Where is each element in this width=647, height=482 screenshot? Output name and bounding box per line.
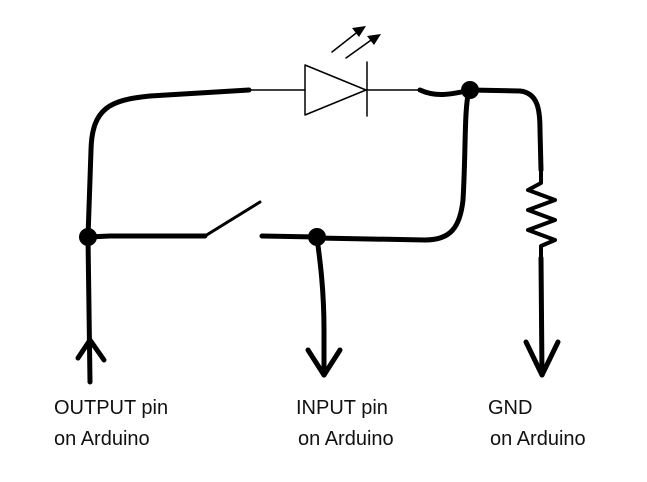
wire-gnd-down <box>538 255 545 378</box>
input-label-line2: on Arduino <box>298 428 394 450</box>
gnd-label-line2: on Arduino <box>490 428 586 450</box>
resistor <box>526 168 557 260</box>
wire-output-to-led <box>85 87 252 240</box>
led <box>304 29 375 117</box>
led-arrowhead-2 <box>367 34 381 45</box>
junction-right <box>461 81 479 99</box>
switch-contact <box>259 233 320 240</box>
led-triangle <box>304 64 367 116</box>
led-light-arrow-2 <box>345 37 375 59</box>
wire-output-to-switch <box>85 233 208 240</box>
wire-led-to-gnd-node <box>417 87 544 173</box>
junction-input <box>308 228 326 246</box>
input-arrowhead <box>305 347 343 378</box>
led-arrowhead-1 <box>352 26 366 37</box>
gnd-arrowhead <box>523 339 561 378</box>
output-arrowhead <box>75 337 107 363</box>
wire-input-down <box>314 235 327 378</box>
gnd-label-line1: GND <box>488 397 533 419</box>
push-switch <box>203 200 320 240</box>
led-light-arrow-1 <box>331 29 361 53</box>
input-label-line1: INPUT pin <box>296 397 388 419</box>
output-label-line2: on Arduino <box>54 428 150 450</box>
switch-blade <box>203 200 262 238</box>
wire-output-up <box>85 234 93 385</box>
output-label-line1: OUTPUT pin <box>54 397 169 419</box>
junction-output <box>79 228 97 246</box>
wire-right-node-to-input <box>314 87 472 243</box>
